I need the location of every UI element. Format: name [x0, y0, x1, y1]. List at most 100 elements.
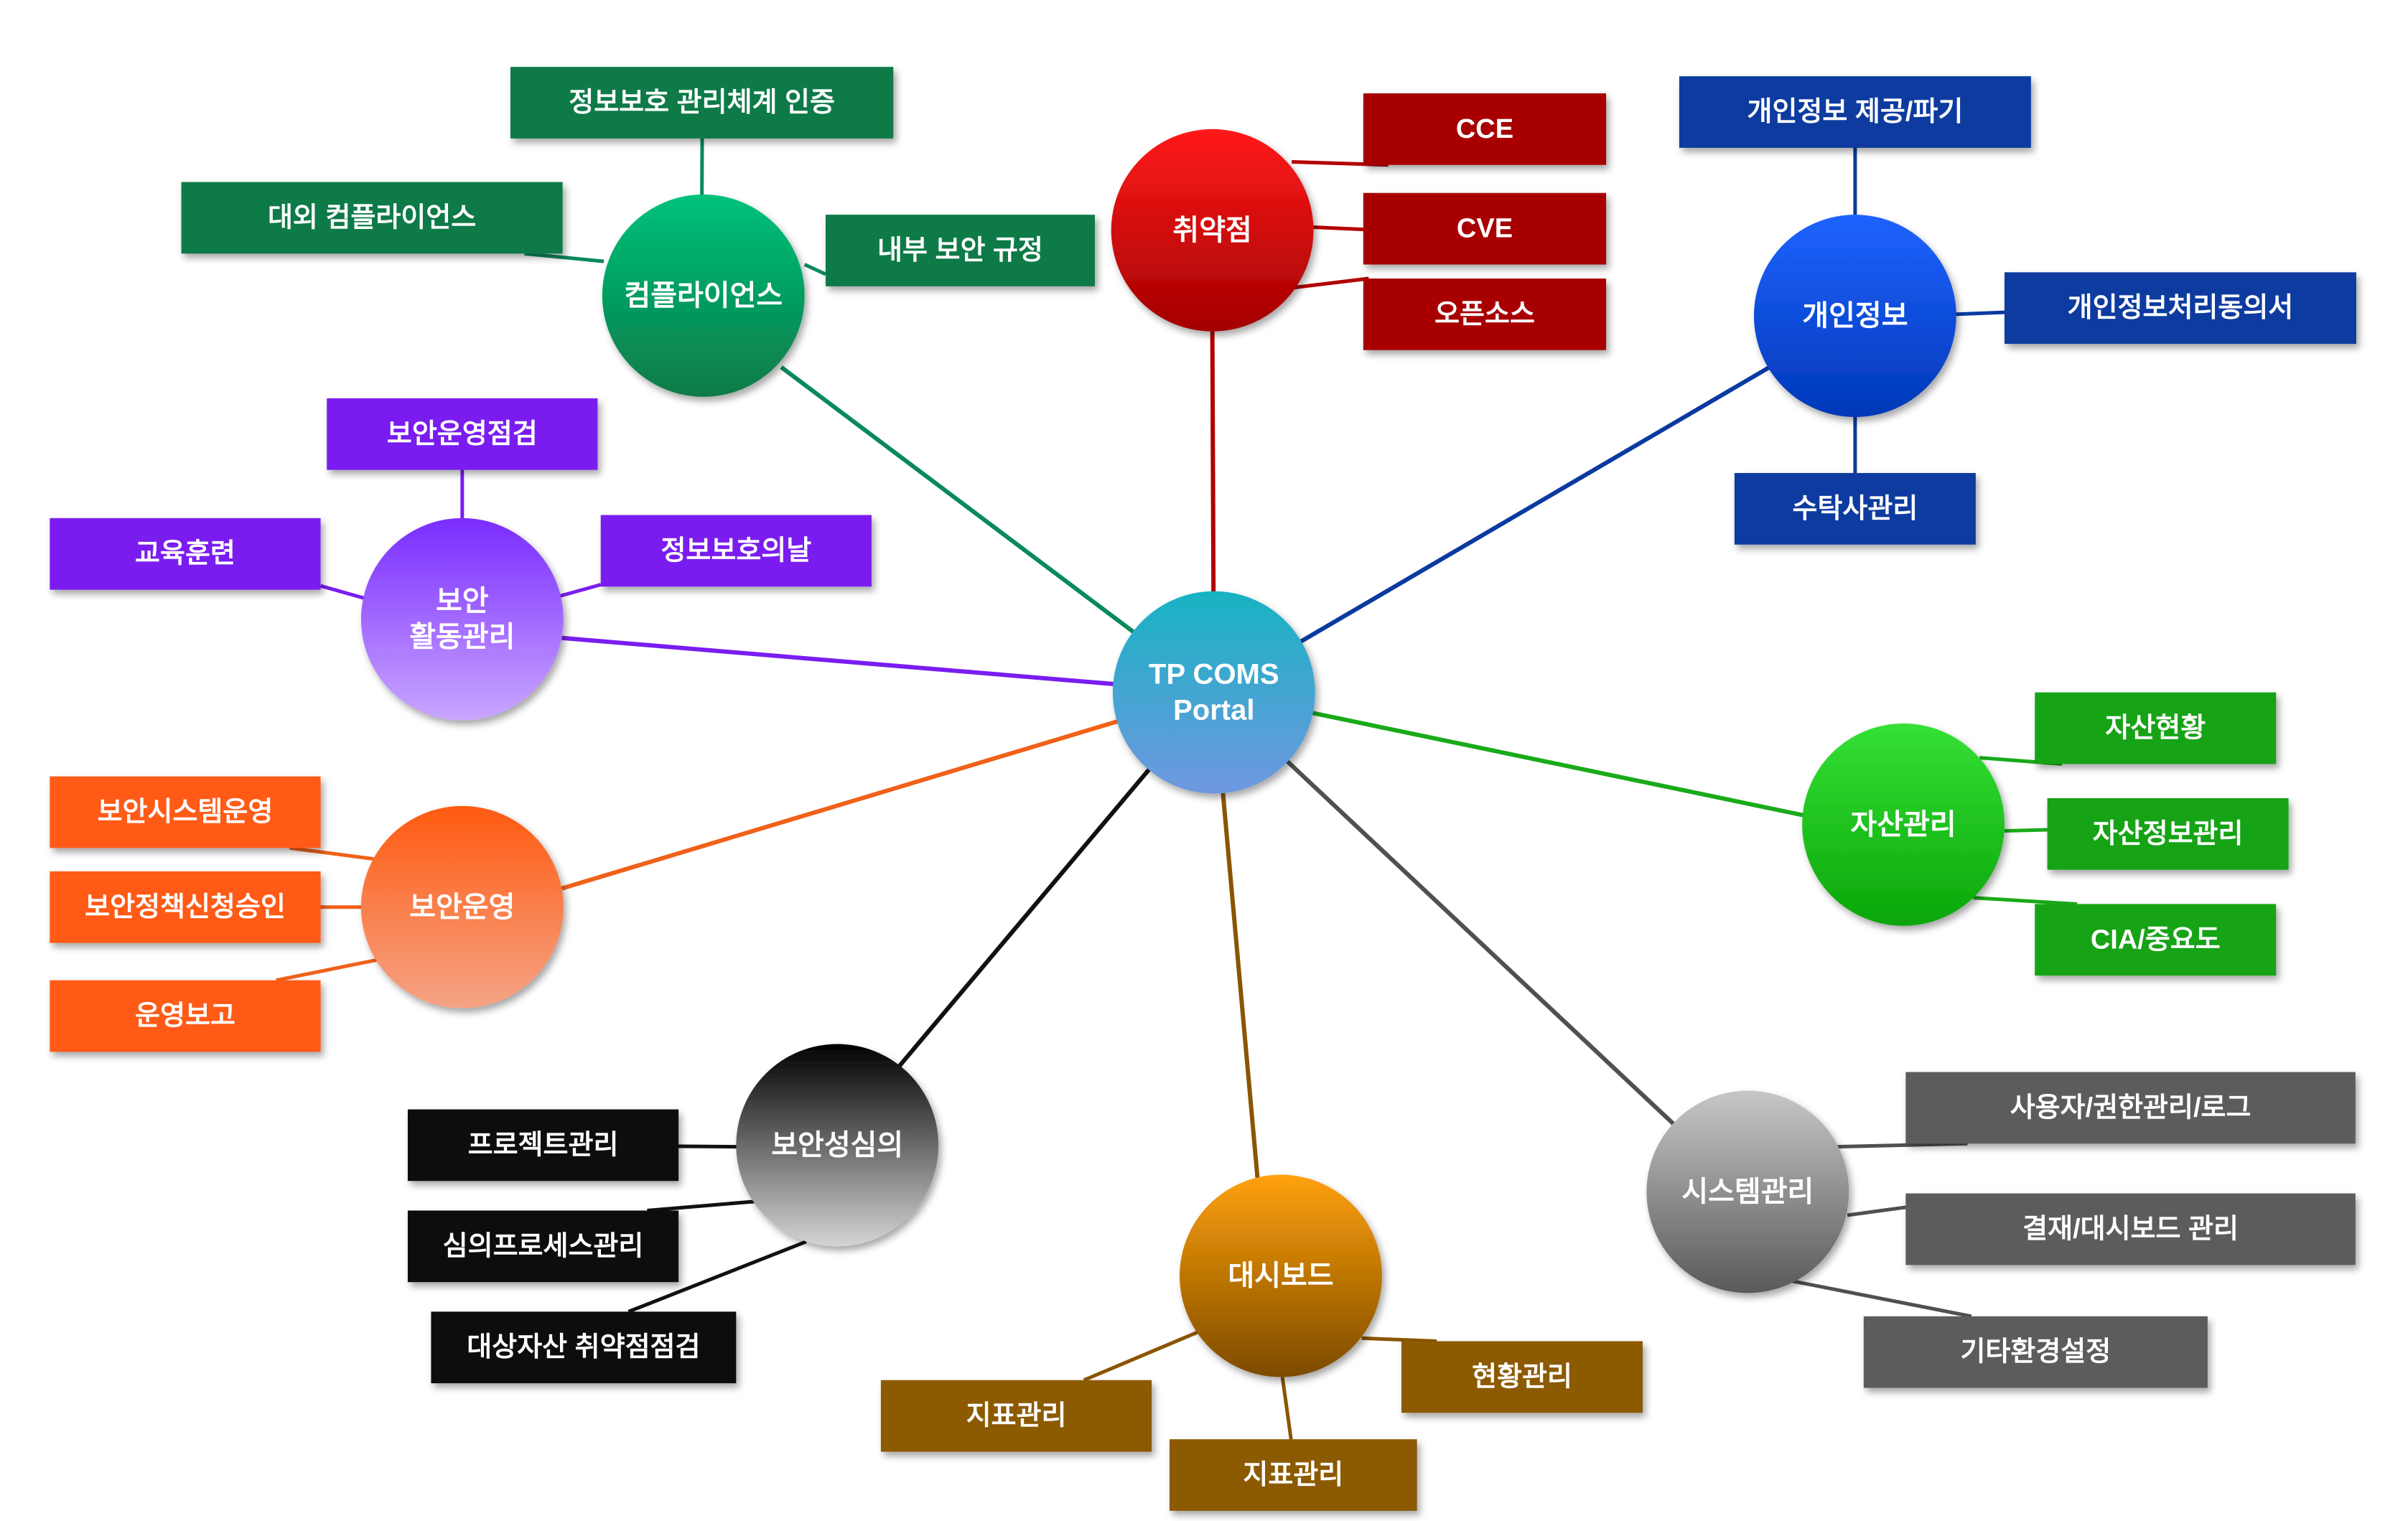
- connector-item-vulnerability-2: [1291, 276, 1369, 290]
- category-circle: [1180, 1174, 1382, 1377]
- category-label: 개인정보: [1802, 300, 1908, 332]
- item-box-privacy-1[interactable]: 개인정보처리동의서: [2004, 272, 2356, 345]
- item-box-asset-2[interactable]: CIA/중요도: [2035, 904, 2277, 976]
- item-box-bg: [407, 1210, 679, 1283]
- category-circle: [1111, 128, 1314, 332]
- connector-item-activity-2: [559, 583, 602, 598]
- category-label: 보안: [436, 586, 489, 617]
- item-box-label: 보안시스템운영: [98, 797, 274, 828]
- category-node-operation[interactable]: 보안운영: [360, 805, 564, 1008]
- item-box-vulnerability-0[interactable]: CCE: [1363, 93, 1607, 165]
- item-box-bg: [50, 980, 321, 1052]
- connector-item-system-0: [1836, 1141, 1968, 1149]
- hub-label: TP COMS: [1149, 659, 1279, 691]
- item-box-label: 대상자산 취약점점검: [467, 1332, 700, 1362]
- connector-item-review-1: [647, 1199, 758, 1212]
- item-box-privacy-2[interactable]: 수탁사관리: [1734, 472, 1976, 545]
- category-node-review[interactable]: 보안성심의: [736, 1044, 939, 1247]
- connector-item-activity-1: [319, 584, 368, 601]
- category-node-privacy[interactable]: 개인정보: [1753, 215, 1956, 417]
- item-box-review-2[interactable]: 대상자산 취약점점검: [431, 1311, 737, 1384]
- category-label: 활동관리: [409, 622, 515, 653]
- category-node-asset[interactable]: 자산관리: [1802, 723, 2005, 926]
- item-box-asset-0[interactable]: 자산현황: [2035, 692, 2277, 764]
- category-circle: [1646, 1090, 1849, 1293]
- category-label: 컴플라이언스: [624, 280, 783, 312]
- item-box-activity-2[interactable]: 정보보호의날: [600, 515, 872, 587]
- item-box-operation-2[interactable]: 운영보고: [50, 980, 321, 1052]
- category-circle: [602, 194, 805, 397]
- category-circle: [1753, 215, 1956, 417]
- item-box-label: 자산현황: [2105, 713, 2206, 743]
- item-box-bg: [181, 182, 563, 254]
- item-box-bg: [1363, 279, 1607, 350]
- hub-connectors: [561, 331, 1804, 1179]
- category-circle: [360, 805, 564, 1008]
- item-box-system-0[interactable]: 사용자/권한관리/로그: [1905, 1072, 2356, 1144]
- item-box-activity-1[interactable]: 교육훈련: [50, 518, 321, 590]
- item-box-bg: [2047, 798, 2289, 870]
- item-box-bg: [1863, 1316, 2208, 1388]
- connector-hub-privacy: [1213, 365, 1771, 695]
- item-box-bg: [825, 215, 1095, 286]
- item-box-label: 오픈소스: [1434, 299, 1535, 329]
- category-circle: [736, 1044, 939, 1247]
- item-box-bg: [1170, 1439, 1417, 1511]
- hub-node: TP COMS Portal: [1112, 591, 1315, 794]
- item-box-privacy-0[interactable]: 개인정보 제공/파기: [1679, 76, 2031, 148]
- category-node-compliance[interactable]: 컴플라이언스: [602, 194, 805, 397]
- item-box-review-1[interactable]: 심의프로세스관리: [407, 1210, 679, 1283]
- hub-label: Portal: [1173, 695, 1254, 726]
- connector-item-asset-2: [1973, 896, 2078, 906]
- connector-item-system-2: [1789, 1278, 1972, 1319]
- category-label: 자산관리: [1850, 809, 1956, 841]
- item-box-compliance-1[interactable]: 대외 컴플라이언스: [181, 182, 563, 254]
- item-box-bg: [50, 776, 321, 848]
- item-box-label: 교육훈련: [135, 539, 235, 569]
- hub-node-group[interactable]: TP COMS Portal: [1112, 591, 1315, 794]
- connector-item-vulnerability-1: [1313, 225, 1364, 232]
- category-node-dashboard[interactable]: 대시보드: [1180, 1174, 1382, 1377]
- item-box-activity-0[interactable]: 보안운영점검: [327, 398, 598, 470]
- item-box-label: 사용자/권한관리/로그: [2010, 1092, 2251, 1123]
- item-box-bg: [880, 1380, 1152, 1452]
- connector-item-privacy-1: [1954, 310, 2005, 317]
- item-box-label: 대외 컴플라이언스: [268, 202, 476, 233]
- connector-hub-activity: [561, 635, 1215, 695]
- category-node-system[interactable]: 시스템관리: [1646, 1090, 1849, 1293]
- item-box-label: 프로젝트관리: [468, 1130, 619, 1160]
- item-box-bg: [1734, 472, 1976, 545]
- item-box-operation-1[interactable]: 보안정책신청승인: [50, 871, 321, 943]
- connector-item-dashboard-0: [1083, 1330, 1200, 1382]
- category-label: 보안운영: [409, 891, 515, 923]
- item-box-label: 지표관리: [1243, 1460, 1343, 1490]
- item-box-label: 정보보호의날: [661, 535, 811, 566]
- item-box-compliance-2[interactable]: 내부 보안 규정: [825, 215, 1095, 286]
- category-node-vulnerability[interactable]: 취약점: [1111, 128, 1314, 332]
- connector-item-system-1: [1847, 1205, 1906, 1217]
- category-label: 대시보드: [1228, 1260, 1333, 1292]
- item-box-bg: [1401, 1341, 1643, 1413]
- item-box-asset-1[interactable]: 자산정보관리: [2047, 798, 2289, 870]
- item-box-review-0[interactable]: 프로젝트관리: [407, 1109, 679, 1181]
- item-box-system-2[interactable]: 기타환경설정: [1863, 1316, 2208, 1388]
- item-box-bg: [431, 1311, 737, 1384]
- item-box-label: CCE: [1456, 114, 1513, 144]
- item-box-dashboard-2[interactable]: 현황관리: [1401, 1341, 1643, 1413]
- item-box-bg: [1905, 1193, 2356, 1265]
- item-box-label: 개인정보처리동의서: [2068, 293, 2294, 323]
- category-circle: [360, 518, 564, 721]
- item-box-bg: [50, 871, 321, 943]
- item-box-system-1[interactable]: 결재/대시보드 관리: [1905, 1193, 2356, 1265]
- item-box-label: 정보보호 관리체계 인증: [569, 88, 835, 118]
- item-box-dashboard-0[interactable]: 지표관리: [880, 1380, 1152, 1452]
- item-box-operation-0[interactable]: 보안시스템운영: [50, 776, 321, 848]
- item-box-bg: [1363, 93, 1607, 165]
- item-box-compliance-0[interactable]: 정보보호 관리체계 인증: [510, 67, 894, 139]
- item-box-vulnerability-2[interactable]: 오픈소스: [1363, 279, 1607, 350]
- item-box-dashboard-1[interactable]: 지표관리: [1170, 1439, 1417, 1511]
- item-box-vulnerability-1[interactable]: CVE: [1363, 192, 1607, 265]
